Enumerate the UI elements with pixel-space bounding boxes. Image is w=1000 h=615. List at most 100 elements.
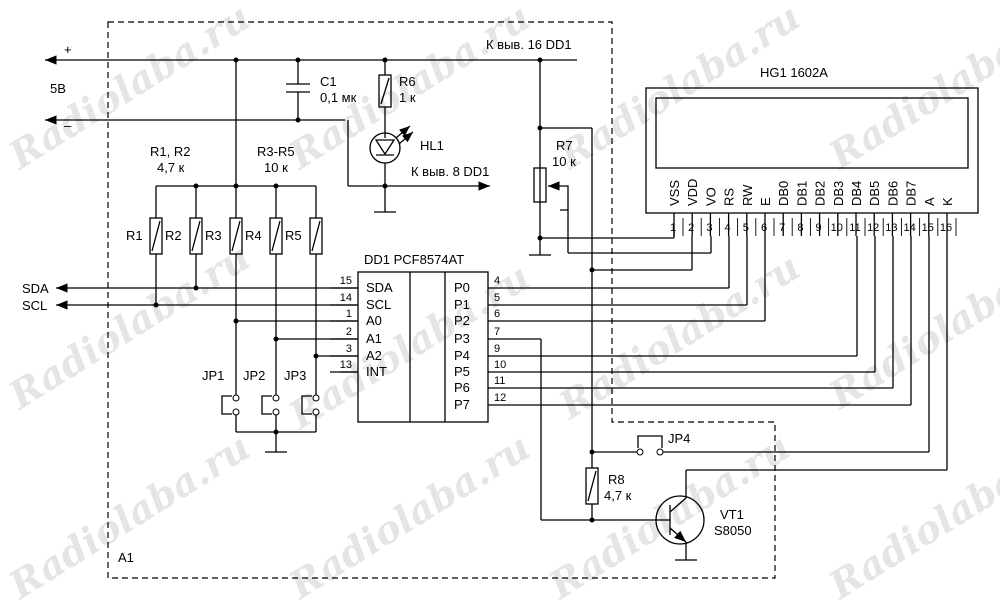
sda-label: SDA (22, 281, 49, 296)
dd1-port-wiring (488, 236, 912, 521)
lcd-supply-wiring: R7 10 к (529, 60, 712, 452)
module-a1-outline (107, 21, 776, 579)
r8-name: R8 (608, 472, 625, 487)
r3-r5-value: 10 к (264, 160, 288, 175)
net-label-pin8: К выв. 8 DD1 (411, 164, 489, 179)
lcd-pin-number: 16 (940, 222, 952, 234)
watermark: Radiolaba.ru (280, 424, 538, 608)
r5-label: R5 (285, 228, 302, 243)
ic-right-pin-name: P7 (454, 397, 470, 412)
r6-value: 1 к (399, 90, 416, 105)
lcd-pin-name: DB6 (885, 181, 900, 206)
lcd-title: HG1 1602A (760, 65, 828, 80)
r4-label: R4 (245, 228, 262, 243)
lcd-pin-number: 10 (831, 222, 843, 234)
watermark: Radiolaba.ru (0, 0, 258, 178)
lcd-pin-name: DB1 (794, 181, 809, 206)
ic-left-pin-name: A0 (366, 313, 382, 328)
lcd-pin-number: 15 (922, 222, 934, 234)
lcd-pin-number: 11 (849, 222, 860, 234)
watermark: Radiolaba.ru (0, 234, 258, 418)
ic-left-pin-name: SCL (366, 297, 391, 312)
r7-name: R7 (556, 138, 573, 153)
ic-right-pin-name: P4 (454, 348, 470, 363)
lcd-pin-number: 4 (725, 222, 731, 234)
power-rails: + – 5В К выв. 16 DD1 (45, 37, 577, 133)
lcd-pin-name: RW (740, 184, 755, 206)
ic-left-pin-number: 1 (346, 308, 352, 320)
lcd-pin-name: DB2 (813, 181, 828, 206)
lcd-pin-number: 1 (670, 222, 676, 234)
i2c-bus: SDA SCL (22, 281, 358, 373)
r3-r5-name: R3-R5 (257, 144, 295, 159)
ic-right-pin-name: P0 (454, 280, 470, 295)
lcd-pin-name: DB0 (776, 181, 791, 206)
lcd-pin-number: 5 (743, 222, 749, 234)
lcd-pin-number: 9 (816, 222, 822, 234)
r1-r2-value: 4,7 к (157, 160, 185, 175)
ic-left-pin-name: SDA (366, 280, 393, 295)
r8-value: 4,7 к (604, 488, 632, 503)
pullup-resistor-bank: R1 R2 R3 R4 R5 (126, 60, 358, 398)
lcd-pin-name: DB5 (867, 181, 882, 206)
ic-right-pin-number: 5 (494, 292, 500, 304)
ic-right-pin-number: 12 (494, 392, 506, 404)
minus-label: – (64, 118, 72, 133)
ic-right-pin-number: 7 (494, 326, 500, 338)
lcd-pin-number: 8 (797, 222, 803, 234)
watermark: Radiolaba.ru (550, 0, 808, 178)
ic-left-pin-name: A1 (366, 331, 382, 346)
ic-dd1: DD1 PCF8574AT (357, 252, 489, 423)
jp1-label: JP1 (202, 368, 224, 383)
supply-voltage-label: 5В (50, 81, 66, 96)
lcd-pin-number: 3 (706, 222, 712, 234)
lcd-pin-name: DB7 (904, 181, 919, 206)
lcd-pin-name: VDD (685, 179, 700, 206)
hl1-label: HL1 (420, 138, 444, 153)
lcd-pin-number: 14 (903, 222, 915, 234)
jp3-label: JP3 (284, 368, 306, 383)
ic-right-pin-number: 9 (494, 343, 500, 355)
watermark: Radiolaba.ru (550, 244, 808, 428)
ic-right-pin-name: P5 (454, 364, 470, 379)
watermark: Radiolaba.ru (820, 234, 1000, 418)
c1-name: C1 (320, 74, 337, 89)
led-indicator-circuit: R6 1 к HL1 К выв. 8 DD1 (347, 60, 490, 213)
capacitor-c1: C1 0,1 мк (286, 60, 357, 123)
lcd-pin-number: 2 (688, 222, 694, 234)
ic-right-pin-name: P1 (454, 297, 470, 312)
ic-left-pin-name: A2 (366, 348, 382, 363)
lcd-pin-name: VO (703, 187, 718, 206)
ic-left-pin-number: 2 (346, 326, 352, 338)
r6-name: R6 (399, 74, 416, 89)
ic-right-pin-number: 4 (494, 275, 500, 287)
lcd-pin-number: 6 (761, 222, 767, 234)
lcd-pin-name: A (922, 197, 937, 206)
backlight-circuit: JP4 R8 4,7 к VT1 S8050 (585, 236, 948, 561)
lcd-pin-name: K (940, 197, 955, 206)
lcd-pin-name: E (758, 197, 773, 206)
r7-value: 10 к (552, 154, 576, 169)
lcd-pin-number: 7 (779, 222, 785, 234)
net-label-pin16: К выв. 16 DD1 (486, 37, 572, 52)
r3-label: R3 (205, 228, 222, 243)
c1-value: 0,1 мк (320, 90, 357, 105)
lcd-pin-name: RS (722, 188, 737, 206)
vt1-part: S8050 (714, 523, 752, 538)
module-a1-label: A1 (118, 550, 134, 565)
ic-left-pin-name: INT (366, 364, 387, 379)
lcd-pin-name: DB3 (831, 181, 846, 206)
ic-title: DD1 PCF8574AT (364, 252, 464, 267)
scl-label: SCL (22, 298, 47, 313)
ic-left-pin-number: 3 (346, 343, 352, 355)
plus-label: + (64, 42, 72, 57)
ic-right-pin-name: P2 (454, 313, 470, 328)
address-jumpers: JP1 JP2 JP3 (202, 368, 320, 453)
r2-label: R2 (165, 228, 182, 243)
r1-r2-name: R1, R2 (150, 144, 190, 159)
jp4-label: JP4 (668, 431, 690, 446)
r1-label: R1 (126, 228, 143, 243)
